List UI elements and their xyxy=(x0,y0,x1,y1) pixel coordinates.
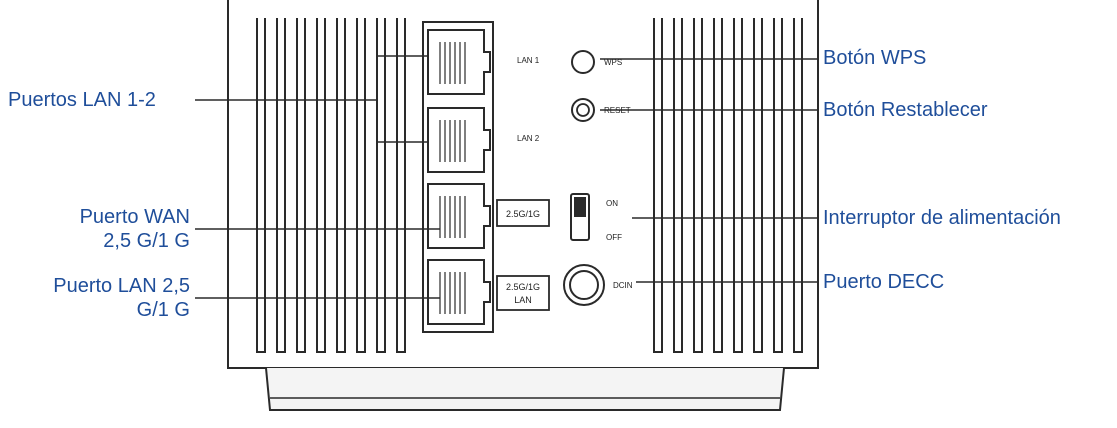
callout-wan-line1: Puerto WAN xyxy=(79,206,190,228)
lan-badge-text-1: 2.5G/1G xyxy=(506,282,540,292)
wan-badge-box xyxy=(496,199,550,227)
callout-wan-line2: 2,5 G/1 G xyxy=(103,230,190,252)
lan-badge-text-2: LAN xyxy=(514,295,532,305)
lan25-port xyxy=(427,259,491,325)
callout-lan25-line1: Puerto LAN 2,5 xyxy=(53,275,190,297)
lan1-port xyxy=(427,29,491,95)
router-stand xyxy=(265,367,785,411)
wps-button xyxy=(571,50,595,74)
lan2-port xyxy=(427,107,491,173)
right-vents xyxy=(653,18,803,353)
lan2-silkscreen: LAN 2 xyxy=(517,134,540,143)
callout-lan-ports: Puertos LAN 1-2 xyxy=(8,89,156,111)
lan-badge-box xyxy=(496,275,550,311)
callout-reset-button: Botón Restablecer xyxy=(823,99,988,121)
dcin-silkscreen: DCIN xyxy=(613,281,633,290)
callout-lan25-line2: G/1 G xyxy=(136,299,190,321)
leader-lines xyxy=(195,55,818,299)
callout-wan-port: Puerto WAN 2,5 G/1 G xyxy=(40,205,190,253)
callout-lan25-port: Puerto LAN 2,5 G/1 G xyxy=(30,274,190,322)
wan-badge-text: 2.5G/1G xyxy=(506,209,540,219)
wan-port xyxy=(427,183,491,249)
leader-lan12 xyxy=(195,55,428,143)
wps-silkscreen: WPS xyxy=(604,58,622,67)
off-silkscreen: OFF xyxy=(606,233,622,242)
on-silkscreen: ON xyxy=(606,199,618,208)
callout-decc-port: Puerto DECC xyxy=(823,271,945,293)
callout-wps-button: Botón WPS xyxy=(823,47,927,69)
callout-power-switch: Interruptor de alimentación xyxy=(823,207,1061,229)
left-vents xyxy=(256,18,406,353)
lan1-silkscreen: LAN 1 xyxy=(517,56,540,65)
